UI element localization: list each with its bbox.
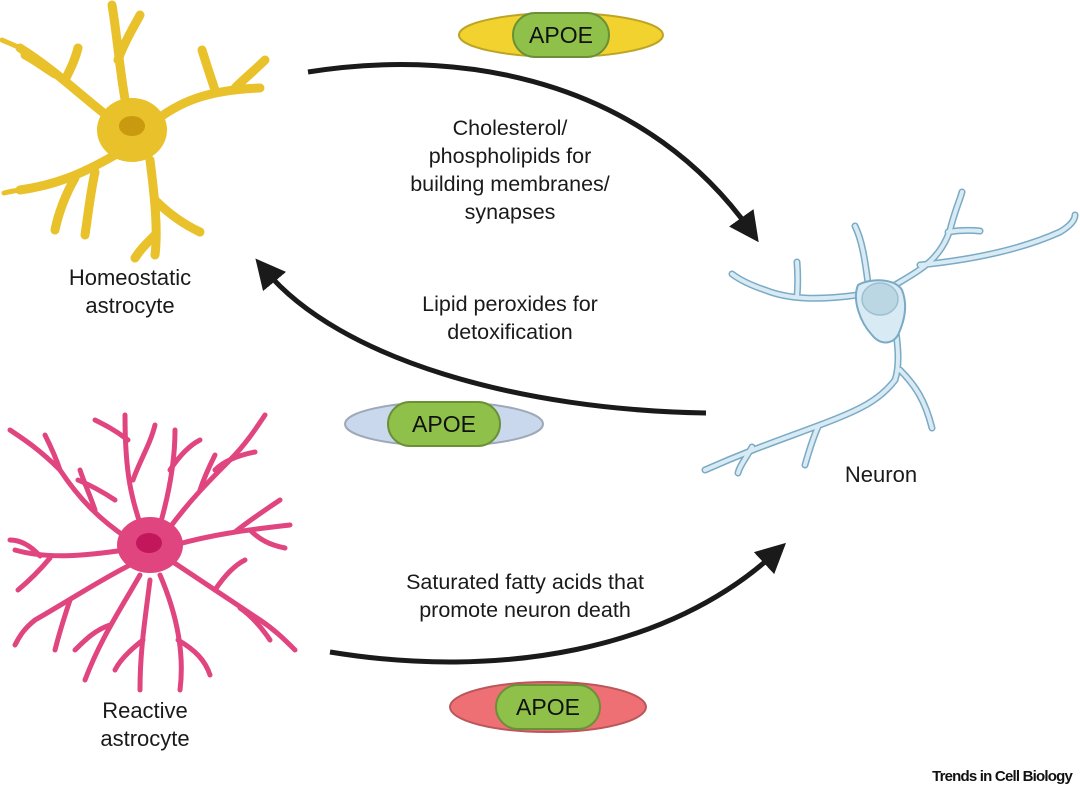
journal-credit: Trends in Cell Biology (932, 768, 1073, 785)
homeostatic-astrocyte-label: Homeostatic astrocyte (68, 265, 192, 318)
arrow-label-cholesterol: Cholesterol/ phospholipids for building … (410, 116, 610, 224)
homeostatic-astrocyte-icon (0, 0, 270, 263)
apoe-label: APOE (412, 411, 476, 437)
arrow-neuron-to-astrocyte (255, 258, 707, 416)
apoe-particle-reactive: APOE (449, 681, 647, 733)
arrow-label-saturated-fatty-acids: Saturated fatty acids that promote neuro… (406, 570, 644, 622)
reactive-astrocyte-icon (7, 412, 298, 693)
apoe-particle-neuron: APOE (344, 401, 544, 447)
apoe-label: APOE (529, 22, 593, 48)
arrow-astrocyte-to-neuron (307, 62, 759, 243)
reactive-astrocyte-label: Reactive astrocyte (100, 698, 190, 751)
apoe-label: APOE (516, 694, 580, 720)
apoe-particle-homeostatic: APOE (458, 12, 664, 58)
arrow-label-lipid-peroxides: Lipid peroxides for detoxification (422, 292, 598, 344)
arrow-reactive-to-neuron (329, 542, 787, 665)
neuron-label: Neuron (844, 462, 918, 487)
neuron-icon (701, 188, 1079, 477)
